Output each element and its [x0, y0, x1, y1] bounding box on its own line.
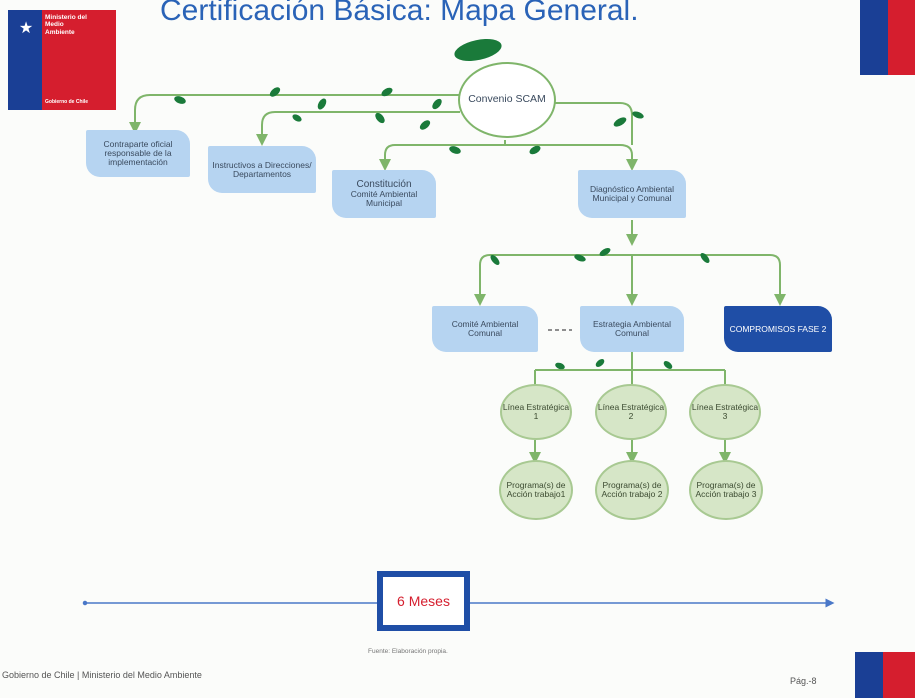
calendar-icon: 6 Meses: [377, 571, 470, 631]
crest-icon: ★: [18, 20, 34, 37]
node-contraparte: Contraparte oficial responsable de la im…: [86, 130, 190, 177]
duration-label: 6 Meses: [383, 577, 464, 625]
logo-line1: Ministerio del: [45, 14, 87, 21]
constitucion-body: Comité Ambiental Municipal: [350, 189, 418, 209]
constitucion-title: Constitución: [356, 178, 412, 190]
page-number: Pág.-8: [790, 676, 817, 686]
node-programa2: Programa(s) de Acción trabajo 2: [595, 460, 669, 520]
node-convenio: Convenio SCAM: [458, 62, 556, 138]
logo-line2: Medio: [45, 21, 64, 29]
node-comite-comunal: Comité Ambiental Comunal: [432, 306, 538, 352]
flag-corner-bottom: [855, 652, 915, 698]
page-title: Certificación Básica: Mapa General.: [160, 0, 639, 27]
ministry-logo: ★ Ministerio del Medio Ambiente Gobierno…: [8, 10, 116, 110]
logo-line3: Ambiente: [45, 28, 75, 36]
node-programa1: Programa(s) de Acción trabajo1: [499, 460, 573, 520]
flag-corner-top: [860, 0, 915, 75]
node-compromisos: COMPROMISOS FASE 2: [724, 306, 832, 352]
node-linea1: Línea Estratégica 1: [500, 384, 572, 440]
node-programa3: Programa(s) de Acción trabajo 3: [689, 460, 763, 520]
source-note: Fuente: Elaboración propia.: [368, 648, 448, 655]
node-linea2: Línea Estratégica 2: [595, 384, 667, 440]
node-linea3: Línea Estratégica 3: [689, 384, 761, 440]
node-estrategia: Estrategia Ambiental Comunal: [580, 306, 684, 352]
node-constitucion: Constitución Comité Ambiental Municipal: [332, 170, 436, 218]
footer-left: Gobierno de Chile | Ministerio del Medio…: [2, 670, 202, 680]
logo-government: Gobierno de Chile: [45, 99, 89, 106]
node-instructivos: Instructivos a Direcciones/ Departamento…: [208, 146, 316, 193]
node-diagnostico: Diagnóstico Ambiental Municipal y Comuna…: [578, 170, 686, 218]
